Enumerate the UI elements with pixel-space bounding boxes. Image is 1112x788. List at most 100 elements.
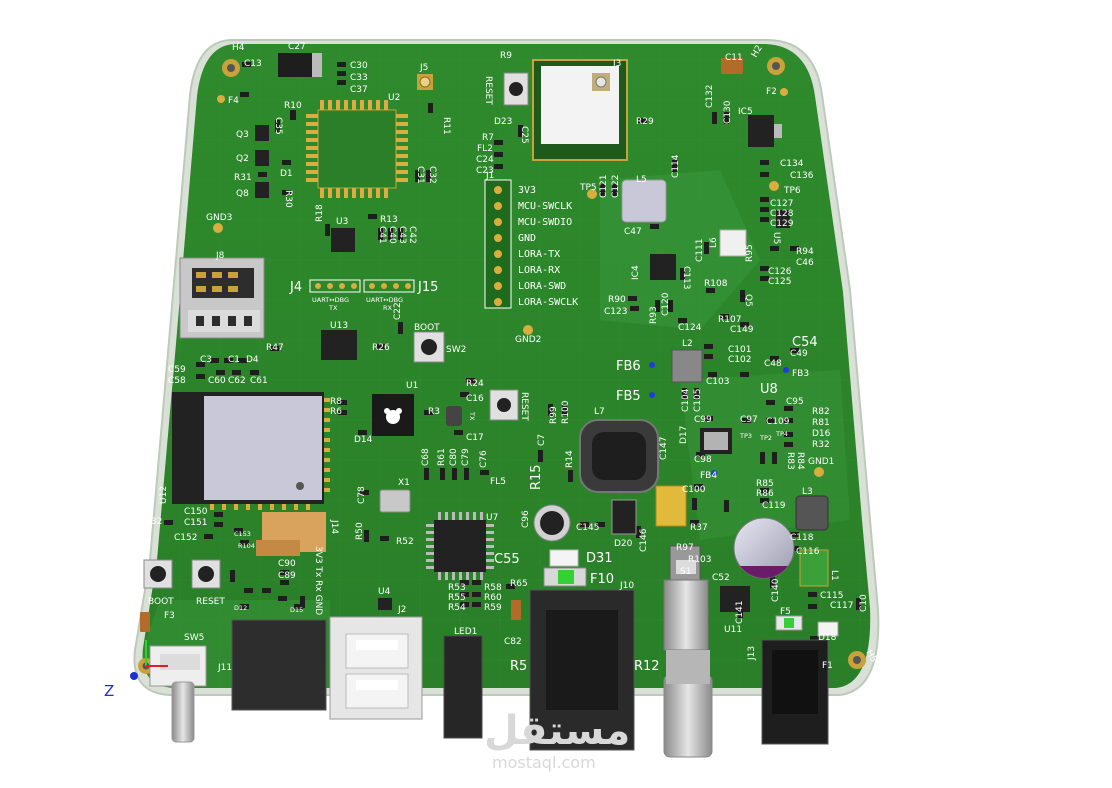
label-c41: C41	[377, 226, 387, 244]
axis-z-label: Z	[104, 682, 114, 700]
label-r30: R30	[283, 190, 293, 208]
ferrite-fb6	[649, 362, 655, 368]
label-r84: R84	[795, 452, 805, 470]
label-u4: U4	[378, 587, 391, 597]
cap-c119	[733, 517, 795, 579]
button-reset-mid[interactable]	[489, 389, 519, 421]
label-ic5: IC5	[738, 107, 753, 117]
ic-u1	[372, 394, 414, 436]
label-c114: C114	[671, 154, 681, 178]
label-d12: D12	[234, 604, 247, 612]
label-c136: C136	[790, 171, 814, 181]
label-j14: J14	[329, 519, 339, 534]
label-r94: R94	[796, 247, 814, 257]
label-c23: C23	[476, 166, 494, 176]
label-l3: L3	[802, 487, 813, 497]
transistors-q	[255, 125, 269, 198]
ferrite-fb5	[649, 392, 655, 398]
label-r52: R52	[396, 537, 414, 547]
label-r5: R5	[510, 659, 527, 674]
label-r103: R103	[688, 555, 711, 565]
watermark-arabic: مستقل	[484, 708, 630, 754]
label-f2: F2	[766, 87, 777, 97]
label-u12: U12	[159, 486, 169, 504]
j1-pin-label-5: LORA-TX	[518, 249, 560, 260]
label-r53: R53	[448, 583, 466, 593]
usb-connector-j2	[329, 616, 423, 720]
label-d17: D17	[679, 426, 689, 444]
fuse-f5	[775, 615, 803, 631]
label-c16: C16	[466, 394, 484, 404]
label-h4: H4	[232, 43, 245, 53]
label-tp5: TP5	[579, 183, 597, 193]
label-c43: C43	[397, 226, 407, 244]
ic-u4	[378, 598, 392, 610]
label-c115: C115	[820, 591, 843, 601]
label-j11: J11	[217, 663, 232, 673]
label-u13: U13	[330, 321, 348, 331]
switch-s1-lever[interactable]	[663, 650, 713, 758]
label-r32: R32	[812, 440, 830, 450]
label-tp6: TP6	[783, 186, 801, 196]
label-d15: D15	[290, 606, 303, 614]
label-c78: C78	[357, 486, 367, 504]
label-d4: D4	[246, 355, 259, 365]
j1-pin-label-6: LORA-RX	[518, 265, 560, 276]
label-tp3: TP3	[739, 432, 752, 440]
label-c10: C10	[859, 594, 869, 612]
switch-s1[interactable]	[663, 545, 709, 651]
label-c7: C7	[537, 434, 547, 446]
label-fb6: FB6	[616, 359, 641, 374]
label-r18: R18	[315, 204, 325, 222]
label-f1: F1	[822, 661, 833, 671]
label-tp4: TP4	[775, 430, 788, 438]
j1-pin-label-3: MCU-SWDIO	[518, 217, 572, 228]
label-c54: C54	[792, 335, 818, 350]
cap-c100-tantalum	[655, 485, 687, 527]
label-r9: R9	[500, 51, 512, 61]
label-boot-top: BOOT	[414, 323, 440, 333]
crystal-x1	[379, 489, 411, 513]
button-reset-top[interactable]	[503, 72, 529, 106]
label-s1: S1	[680, 567, 691, 577]
led1-block	[443, 635, 483, 739]
label-r83: R83	[785, 452, 795, 470]
label-c17: C17	[466, 433, 484, 443]
fuse-f10	[543, 567, 587, 587]
label-r3: R3	[428, 407, 440, 417]
label-c60: C60	[208, 376, 226, 386]
label-q8: Q8	[236, 189, 249, 199]
label-c127: C127	[770, 199, 793, 209]
label-c49: C49	[790, 349, 808, 359]
label-c153: C153	[234, 530, 251, 538]
ic-u5	[776, 210, 790, 228]
label-c62: C62	[228, 376, 246, 386]
label-c68: C68	[421, 448, 431, 466]
label-c140: C140	[771, 578, 781, 602]
watermark: مستقل mostaql.com	[484, 708, 630, 772]
label-r104: R104	[238, 542, 255, 550]
passive-components	[164, 62, 861, 641]
label-c132: C132	[705, 85, 715, 108]
label-c37: C37	[350, 85, 368, 95]
label-r100: R100	[561, 400, 571, 424]
label-c79: C79	[461, 448, 471, 466]
label-c46: C46	[796, 258, 814, 268]
label-r6: R6	[330, 407, 342, 417]
label-f4: F4	[228, 96, 239, 106]
label-c89: C89	[278, 571, 296, 581]
button-boot-sw2[interactable]	[413, 331, 445, 363]
button-reset-bottom[interactable]	[191, 559, 221, 589]
label-c151: C151	[184, 518, 207, 528]
label-r8: R8	[330, 397, 342, 407]
label-j8: J8	[215, 251, 225, 261]
silkscreen-labels: H4 C27 C13 F4 C30 C33 C37 J5 U2 R10 R11 …	[129, 42, 878, 674]
label-c134: C134	[780, 159, 804, 169]
label-x1: X1	[398, 478, 410, 488]
inductor-l7	[579, 419, 659, 493]
label-l6: L6	[709, 237, 719, 248]
label-reset-mid: RESET	[519, 392, 529, 421]
label-c149: C149	[730, 325, 754, 335]
label-c90: C90	[278, 559, 296, 569]
button-boot-bottom[interactable]	[143, 559, 173, 589]
